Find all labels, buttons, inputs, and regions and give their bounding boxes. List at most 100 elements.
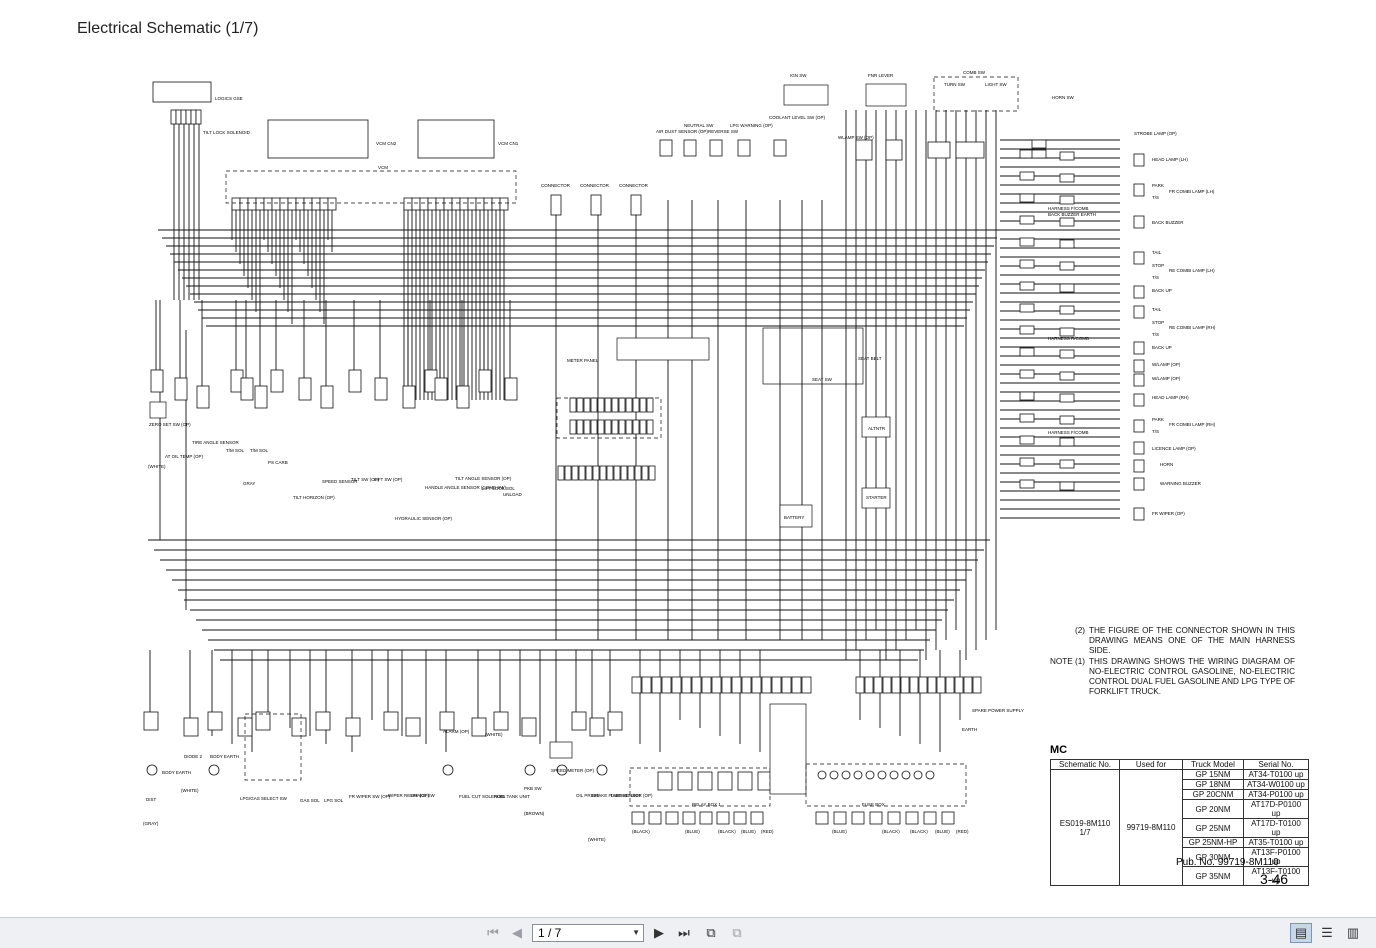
last-page-icon[interactable]: ⏭ bbox=[678, 925, 690, 940]
backup-lh-label: BACK UP bbox=[1152, 288, 1172, 293]
serial-no-cell: AT34-W0100 up bbox=[1243, 779, 1309, 790]
wiper-relay-label: WIPER RELAY (OP) bbox=[388, 793, 430, 798]
serial-no-cell: AT34-P0100 up bbox=[1243, 789, 1309, 800]
truck-model-cell: GP 35NM bbox=[1182, 866, 1244, 886]
prev-page-icon[interactable]: ◀ bbox=[512, 925, 522, 940]
seat-sw-label: SEAT SW bbox=[812, 377, 833, 382]
continuous-view-icon[interactable]: ☰ bbox=[1321, 925, 1333, 940]
lpg-warning-label: LPG WARNING (OP) bbox=[730, 123, 773, 128]
earth-label: EARTH bbox=[962, 727, 977, 732]
ign-sw-label: IGN SW bbox=[790, 73, 807, 78]
tire-angle-label: TIRE ANGLE SENSOR bbox=[192, 440, 240, 445]
header-schematic: Schematic No. bbox=[1050, 759, 1120, 770]
truck-model-cell: GP 25NM bbox=[1182, 818, 1244, 838]
coolant-label: COOLANT LEVEL SW (OP) bbox=[769, 115, 826, 120]
lift-sw-label: LIFT SW (OP) bbox=[374, 477, 403, 482]
note-1-text: THIS DRAWING SHOWS THE WIRING DIAGRAM OF… bbox=[1089, 656, 1295, 697]
body-earth-2-label: BODY EARTH bbox=[210, 754, 239, 759]
connector-2-label: CONNECTOR bbox=[580, 183, 610, 188]
fr-wiper-sw-label: FR WIPER SW (OP) bbox=[349, 794, 391, 799]
truck-model-cell: GP 18NM bbox=[1182, 779, 1244, 790]
re-combi-rh-label: RE COMBI LAMP (RH) bbox=[1169, 325, 1216, 330]
gray-tag: (GRAY) bbox=[143, 821, 159, 826]
hydraulic-sensor-label: HYDRAULIC SENSOR (OP) bbox=[395, 516, 453, 521]
ts-rr-label: T/S bbox=[1152, 332, 1159, 337]
wlamp-1-label: W/LAMP (OP) bbox=[1152, 362, 1181, 367]
model-code: MC bbox=[1050, 744, 1068, 756]
turn-sw-label: TURN SW bbox=[944, 82, 966, 87]
black-tag-4: (BLACK) bbox=[910, 829, 928, 834]
page-field[interactable]: 1 / 7 ▼ bbox=[532, 924, 644, 942]
black-tag-1: (BLACK) bbox=[632, 829, 650, 834]
stop-rh-label: STOP bbox=[1152, 320, 1164, 325]
backup-rh-label: BACK UP bbox=[1152, 345, 1172, 350]
facing-view-icon[interactable]: ▥ bbox=[1346, 925, 1360, 940]
handle-angle-label: HANDLE ANGLE SENSOR (COMB SW) bbox=[425, 485, 507, 490]
vcm-cn1-label: VCM CN1 bbox=[498, 141, 519, 146]
single-page-view-icon[interactable]: ▤ bbox=[1290, 923, 1312, 943]
header-model: Truck Model bbox=[1182, 759, 1244, 770]
chevron-down-icon[interactable]: ▼ bbox=[632, 928, 640, 937]
re-combi-lh-label: RE COMBI LAMP (LH) bbox=[1169, 268, 1215, 273]
serial-no-cell: AT13F-T0100 up bbox=[1243, 866, 1309, 886]
lpg-sol-label: LPG SOL bbox=[324, 798, 344, 803]
truck-model-cell: GP 20CNM bbox=[1182, 789, 1244, 800]
thermo-unit-label: THERMO UNIT bbox=[610, 793, 641, 798]
tilt-horizon-label: TILT HORIZON (OP) bbox=[293, 495, 335, 500]
fnr-lever-label: FNR LEVER bbox=[868, 73, 894, 78]
serial-no-cell: AT17D-P0100 up bbox=[1243, 799, 1309, 819]
fr-wiper-label: FR WIPER (OP) bbox=[1152, 511, 1185, 516]
tilt-lock-label: TILT LOCK SOLENOID bbox=[203, 130, 251, 135]
relay-box-label: RELAY BOX 1 bbox=[692, 802, 721, 807]
note-2-text: THE FIGURE OF THE CONNECTOR SHOWN IN THI… bbox=[1089, 626, 1295, 656]
gas-sol-label: GAS SOL bbox=[300, 798, 320, 803]
blue-tag-1: (BLUE) bbox=[685, 829, 700, 834]
vcm-label: VCM bbox=[378, 165, 388, 170]
lift-lock-label: LIFT LOCK SOL bbox=[482, 486, 515, 491]
note-1: NOTE (1) THIS DRAWING SHOWS THE WIRING D… bbox=[1045, 657, 1295, 698]
harness-fcomb-label: HARNESS F/COMB bbox=[1048, 206, 1089, 211]
fuse-box-label: FUSE BOX bbox=[862, 802, 885, 807]
viewer-toolbar: ⏮ ◀ 1 / 7 ▼ ▶ ⏭ ⧉ ⧉ ▤ ☰ ▥ bbox=[0, 917, 1376, 948]
connector-3-label: CONNECTOR bbox=[619, 183, 649, 188]
used-for-cell: 99719-8M110 bbox=[1119, 769, 1183, 886]
previous-view-icon[interactable]: ⧉ bbox=[706, 925, 716, 940]
altntr-label: ALTNTR bbox=[868, 426, 886, 431]
connector-1-label: CONNECTOR bbox=[541, 183, 571, 188]
next-page-icon[interactable]: ▶ bbox=[654, 925, 664, 940]
next-view-icon[interactable]: ⧉ bbox=[732, 925, 742, 940]
fr-combi-rh-label: FR COMBI LAMP (RH) bbox=[1169, 422, 1216, 427]
page-field-value: 1 / 7 bbox=[538, 926, 562, 940]
logics-gse-label: LOGICS GSE bbox=[215, 96, 243, 101]
reverse-sw-label: REVERSE SW bbox=[708, 129, 739, 134]
brake-sw-label: BRAKE SW bbox=[411, 793, 436, 798]
truck-model-cell: GP 20NM bbox=[1182, 799, 1244, 819]
page-number: 3-46 bbox=[1260, 871, 1289, 887]
tail-rh-label: TAIL bbox=[1152, 307, 1162, 312]
gray-label: GRAY bbox=[243, 481, 255, 486]
horn-label: HORN bbox=[1160, 462, 1173, 467]
spare-power-label: SPARE POWER SUPPLY bbox=[972, 708, 1024, 713]
wlamp-sw-label: WLAMP SW (OP) bbox=[838, 135, 874, 140]
first-page-icon[interactable]: ⏮ bbox=[487, 925, 499, 940]
ts-rl-label: T/S bbox=[1152, 275, 1159, 280]
wlamp-2-label: W/LAMP (OP) bbox=[1152, 376, 1181, 381]
header-serial: Serial No. bbox=[1243, 759, 1309, 770]
schematic-no-cell: ES019-8M110 1/7 bbox=[1050, 769, 1120, 886]
page-title: Electrical Schematic (1/7) bbox=[77, 20, 259, 37]
ps-carb-label: PS CARB bbox=[268, 460, 288, 465]
wiring-schematic: LOGICS GSE VCM CN2 VCM CN1 VCM TILT LOCK… bbox=[143, 70, 1216, 842]
head-lamp-rh-label: HEAD LAMP (RH) bbox=[1152, 395, 1189, 400]
seat-belt-label: SEAT BELT bbox=[858, 356, 882, 361]
truck-model-cell: GP 15NM bbox=[1182, 769, 1244, 780]
head-lamp-lh-label: HEAD LAMP (LH) bbox=[1152, 157, 1188, 162]
red-tag-2: (RED) bbox=[956, 829, 969, 834]
unload-label: UNLOAD bbox=[503, 492, 523, 497]
strobe-lamp-label: STROBE LAMP (OP) bbox=[1134, 131, 1177, 136]
fuel-cut-label: FUEL CUT SOLENOID bbox=[459, 794, 506, 799]
licence-lamp-label: LICENCE LAMP (OP) bbox=[1152, 446, 1196, 451]
pkb-sw-label: PKB SW bbox=[524, 786, 542, 791]
black-tag-2: (BLACK) bbox=[718, 829, 736, 834]
horn-sw-label: HORN SW bbox=[1052, 95, 1075, 100]
